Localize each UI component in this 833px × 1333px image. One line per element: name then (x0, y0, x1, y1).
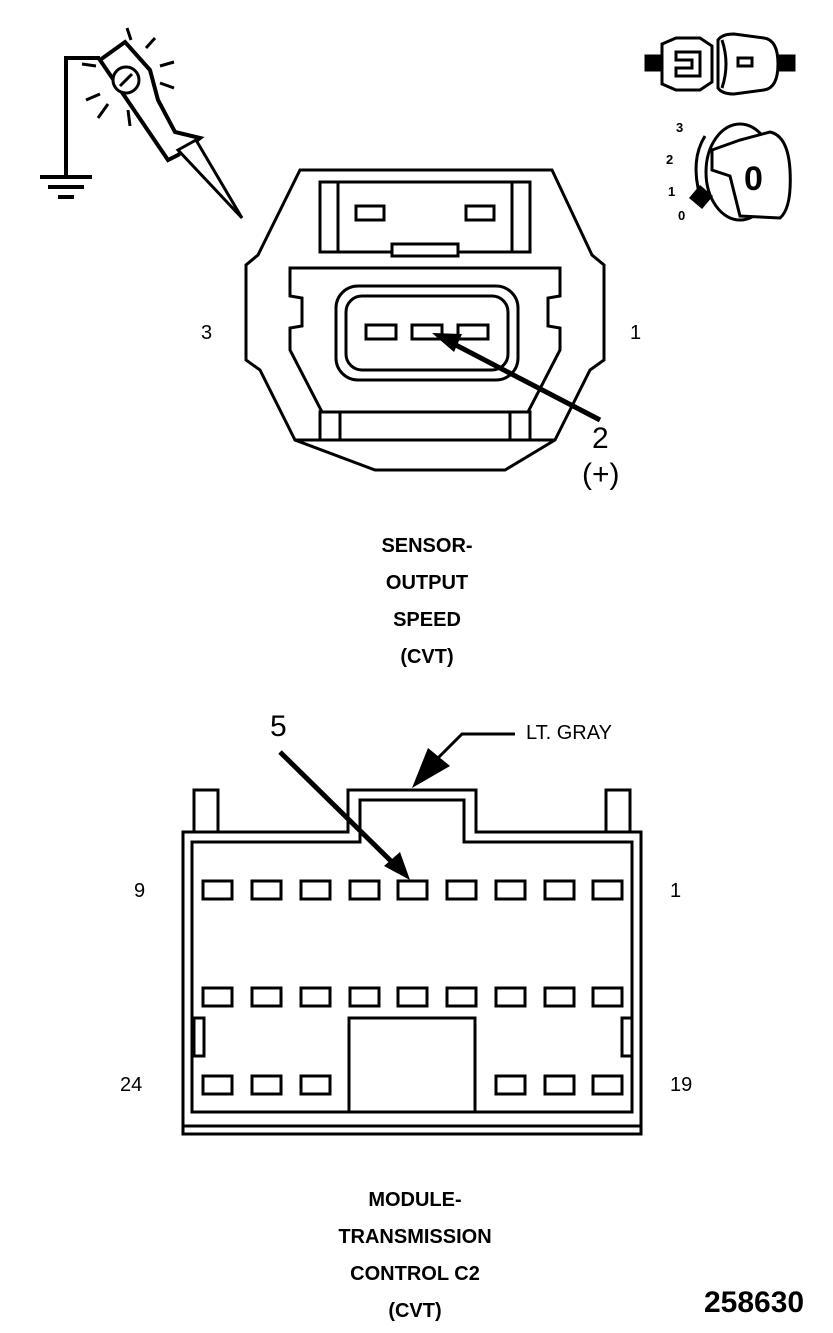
sensor-pin-1-label: 1 (630, 322, 642, 344)
module-pin-19-label: 19 (670, 1074, 693, 1096)
module-caption-line: CONTROL C2 (350, 1263, 480, 1285)
pin-2-callout-arrow (432, 333, 602, 423)
ignition-key-icon (689, 122, 792, 222)
sensor-polarity-callout: (+) (582, 458, 620, 491)
sensor-caption-line: OUTPUT (385, 572, 469, 594)
key-face-label: 0 (744, 160, 763, 198)
sensor-pin-2-callout: 2 (592, 422, 609, 455)
sensor-caption-line: (CVT) (400, 646, 454, 668)
figure-number: 258630 (704, 1286, 805, 1319)
module-pin-9-label: 9 (134, 880, 146, 902)
key-position-2: 2 (666, 152, 674, 167)
module-caption-line: (CVT) (388, 1300, 442, 1322)
key-position-0: 0 (678, 208, 686, 223)
module-caption-line: MODULE- (368, 1189, 462, 1211)
test-probe-icon (64, 27, 244, 220)
module-caption: MODULE- TRANSMISSION CONTROL C2 (CVT) (265, 1182, 565, 1330)
ground-icon (40, 175, 92, 199)
module-pin-24-label: 24 (120, 1074, 143, 1096)
module-connector (181, 788, 643, 1136)
sensor-pin-3-label: 3 (201, 322, 213, 344)
color-label: LT. GRAY (526, 722, 612, 744)
connector-disconnect-icon (644, 32, 796, 96)
lt-gray-callout-arrow (412, 732, 515, 788)
sensor-connector (244, 168, 606, 472)
key-position-1: 1 (668, 184, 676, 199)
sensor-caption-line: SPEED (393, 609, 461, 631)
pin-5-callout-arrow (278, 750, 410, 880)
module-pin-5-callout: 5 (270, 710, 287, 743)
module-pin-1-label: 1 (670, 880, 682, 902)
sensor-caption: SENSOR- OUTPUT SPEED (CVT) (277, 528, 577, 676)
module-caption-line: TRANSMISSION (338, 1226, 492, 1248)
key-position-3: 3 (676, 120, 684, 135)
sensor-caption-line: SENSOR- (381, 535, 473, 557)
